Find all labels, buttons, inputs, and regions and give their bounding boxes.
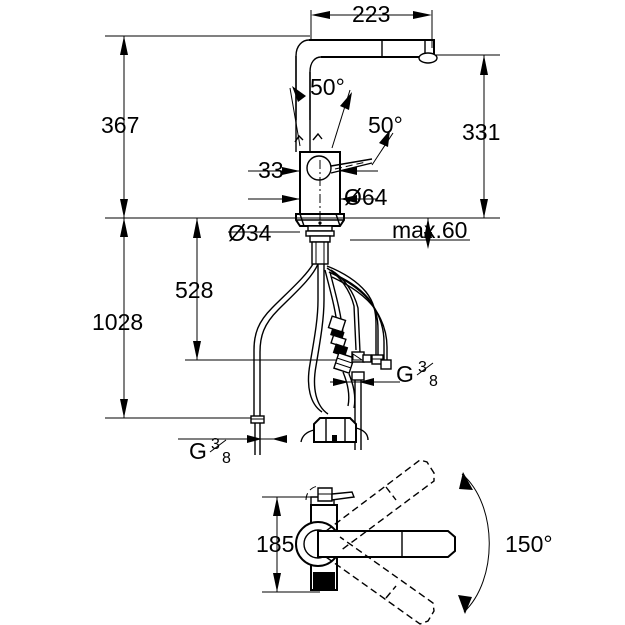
dim-offset-33: 33 bbox=[258, 157, 284, 183]
g-right-denominator: 8 bbox=[429, 373, 438, 390]
angle-swivel-150: 150° bbox=[505, 531, 553, 557]
label-connection-left: G 3 8 bbox=[189, 436, 231, 467]
dim-height-1028: 1028 bbox=[92, 309, 143, 335]
dim-height-367: 367 bbox=[101, 112, 139, 138]
angle-lever-up-50: 50° bbox=[310, 74, 345, 100]
dim-height-331: 331 bbox=[462, 119, 500, 145]
angle-lever-side-50: 50° bbox=[368, 112, 403, 138]
dim-diameter-64: Ø64 bbox=[344, 184, 388, 210]
g-left-numerator: 3 bbox=[211, 436, 220, 453]
g-right-letter: G bbox=[396, 361, 414, 387]
dim-pivot-185: 185 bbox=[256, 531, 294, 557]
g-left-denominator: 8 bbox=[222, 450, 231, 467]
dim-height-528: 528 bbox=[175, 277, 213, 303]
top-view-swivel bbox=[295, 459, 490, 625]
dim-reach-223: 223 bbox=[352, 1, 390, 27]
dimension-arrow-shafts bbox=[123, 14, 485, 592]
dim-diameter-34: Ø34 bbox=[228, 220, 272, 246]
g-left-letter: G bbox=[189, 438, 207, 464]
dimension-arrowheads bbox=[120, 11, 488, 592]
hose-weight bbox=[313, 417, 357, 443]
angle-leaders bbox=[289, 86, 394, 166]
hose-coupling bbox=[327, 315, 355, 374]
faucet-side-elevation bbox=[250, 39, 438, 455]
g-right-numerator: 3 bbox=[418, 359, 427, 376]
label-connection-right: G 3 8 bbox=[396, 359, 438, 390]
dim-counter-max60: max.60 bbox=[392, 217, 467, 243]
